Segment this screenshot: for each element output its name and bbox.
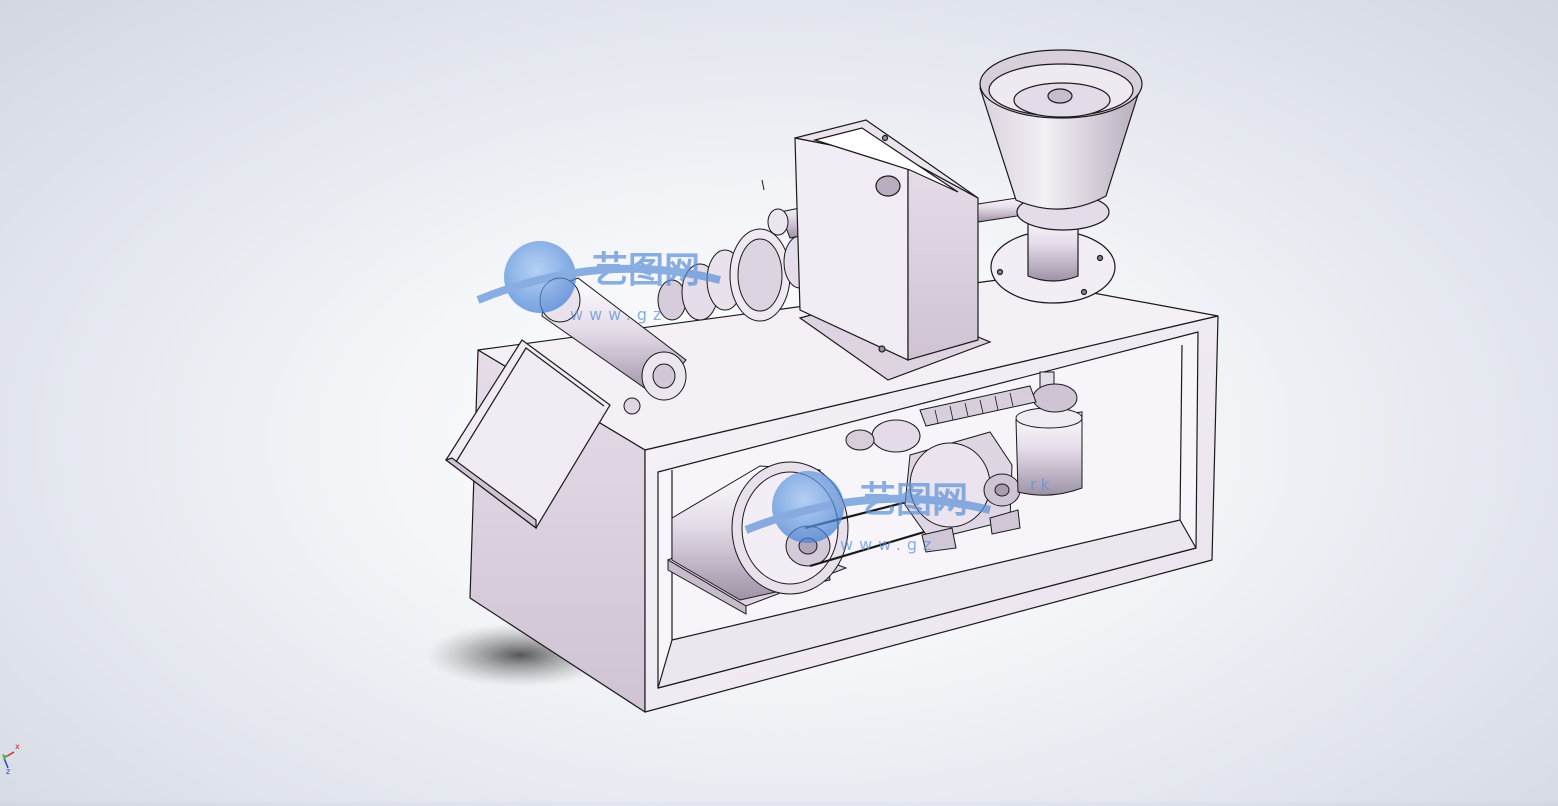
lower-housing [1015,411,1083,496]
watermark-brand: 艺图网 [592,250,700,291]
small-screw [761,179,765,191]
gearbox-foot-left [921,527,957,553]
watermark-2: 艺图网 www.gz rk [744,471,1054,554]
tray-lip [444,457,537,530]
frame-inner-edge-2 [1179,344,1183,521]
triad-z-label: z [6,767,10,776]
chamber-gear [875,175,901,197]
hopper-column [1027,213,1079,282]
watermark-suffix: rk [1030,475,1054,494]
triad-x-label: x [15,742,20,751]
watermark-1: 艺图网 www.gz [476,241,721,324]
bevel-gear-assembly[interactable] [845,371,1083,496]
bolt-1 [878,345,886,353]
small-gear-2 [845,429,875,451]
watermark-brand-2: 艺图网 [860,480,968,521]
triad-z-axis [3,757,9,769]
motor-base-side [667,559,747,615]
screw-sleeve-end [767,208,789,236]
flange-bolt-2 [1096,254,1104,262]
tray-inner-edge [455,347,605,463]
bolt-2 [881,134,889,142]
flange-bolt-3 [1080,288,1088,296]
roller-shaft-end [652,363,676,389]
watermark-url-2: www.gz [840,535,937,554]
rack-teeth [934,392,1014,424]
small-gear [871,419,921,453]
chamber-opening [812,127,959,193]
feed-hopper[interactable] [979,49,1143,304]
discharge-tray[interactable] [444,339,611,530]
gearbox-foot-right [989,509,1021,535]
roller-pin [623,397,641,415]
gearbox-pulley-hub [994,483,1010,497]
bevel-gear [1032,383,1078,413]
triad-y-axis [2,754,8,760]
hopper-center-shaft [1047,88,1073,104]
reference-triad[interactable]: x z [0,738,28,778]
watermark-url: www.gz [570,305,667,324]
worm-shaft-rack [919,385,1037,427]
flange-bolt-1 [996,268,1004,276]
screw-pulley-groove [737,238,783,312]
extrusion-chamber[interactable] [794,119,992,381]
